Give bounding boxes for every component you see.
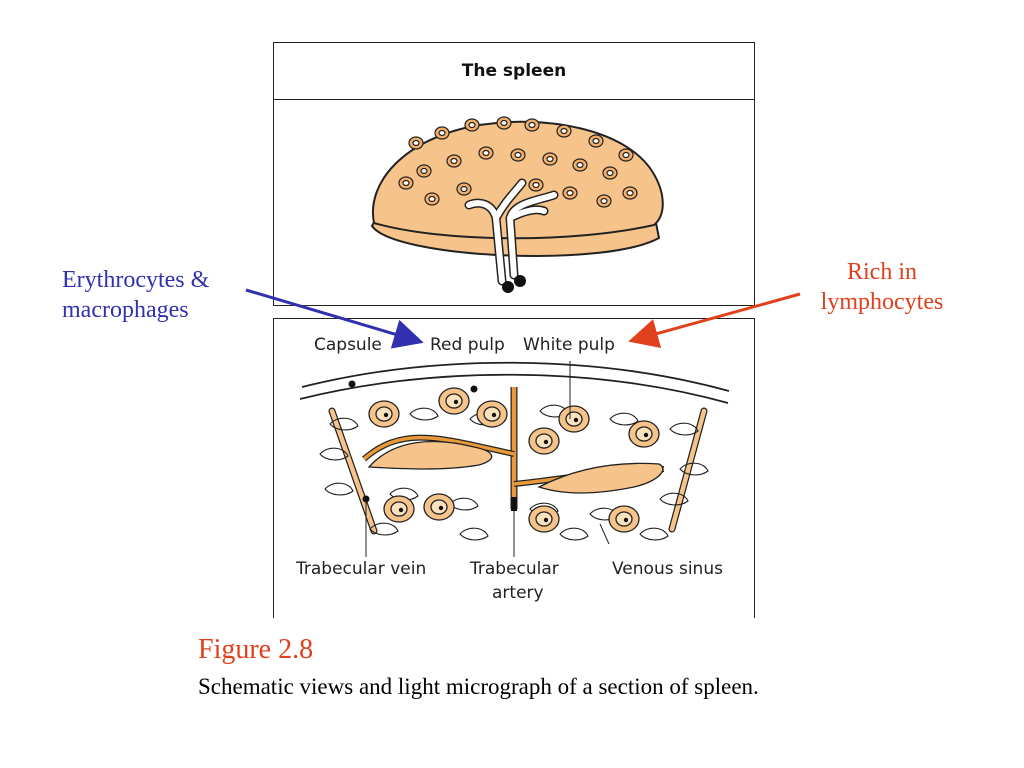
callout-erythrocytes-macrophages: Erythrocytes & macrophages <box>62 265 209 325</box>
label-white-pulp: White pulp <box>523 335 615 355</box>
follicle <box>464 118 480 132</box>
white-pulp-follicle <box>528 505 560 533</box>
follicle <box>408 136 424 150</box>
figure-caption: Schematic views and light micrograph of … <box>198 674 759 699</box>
label-trabecular-artery-line2: artery <box>492 583 544 603</box>
follicle <box>542 152 558 166</box>
follicle <box>496 116 512 130</box>
follicle <box>562 186 578 200</box>
callout-left-line1: Erythrocytes & <box>62 267 210 293</box>
label-capsule: Capsule <box>314 335 382 355</box>
panel-title: The spleen <box>274 43 754 100</box>
callout-right-line2: lymphocytes <box>820 289 944 315</box>
callout-rich-in-lymphocytes: Rich in lymphocytes <box>800 257 964 317</box>
white-pulp-follicle <box>558 405 590 433</box>
white-pulp-follicle <box>423 493 455 521</box>
white-pulp-follicle <box>383 495 415 523</box>
follicle <box>602 166 618 180</box>
spleen-gross-illustration <box>370 116 664 293</box>
follicle <box>434 126 450 140</box>
label-trabecular-vein: Trabecular vein <box>296 559 427 579</box>
follicle <box>416 164 432 178</box>
follicle <box>556 124 572 138</box>
follicle <box>572 158 588 172</box>
white-pulp-follicle <box>528 427 560 455</box>
follicle <box>478 146 494 160</box>
callout-right-line1: Rich in <box>847 259 917 285</box>
follicle <box>446 154 462 168</box>
follicle <box>524 118 540 132</box>
follicle <box>622 186 638 200</box>
follicle <box>456 182 472 196</box>
follicle <box>528 178 544 192</box>
label-trabecular-artery-line1: Trabecular <box>470 559 559 579</box>
figure-title: Figure 2.8 <box>198 634 314 665</box>
white-pulp-follicle <box>438 387 470 415</box>
white-pulp-follicle <box>368 400 400 428</box>
spleen-section-illustration <box>299 361 730 557</box>
white-pulp-follicle <box>608 505 640 533</box>
spleen-section-panel: Capsule Red pulp White pulp Trabecular v… <box>273 318 755 618</box>
label-venous-sinus: Venous sinus <box>612 559 723 579</box>
follicle <box>424 192 440 206</box>
white-pulp-follicle <box>476 400 508 428</box>
follicle <box>588 134 604 148</box>
follicle <box>618 148 634 162</box>
label-red-pulp: Red pulp <box>430 335 505 355</box>
follicle <box>510 148 526 162</box>
spleen-gross-panel: The spleen <box>273 42 755 306</box>
white-pulp-follicle <box>628 420 660 448</box>
follicle <box>596 194 612 208</box>
follicle <box>398 176 414 190</box>
callout-left-line2: macrophages <box>62 297 189 323</box>
